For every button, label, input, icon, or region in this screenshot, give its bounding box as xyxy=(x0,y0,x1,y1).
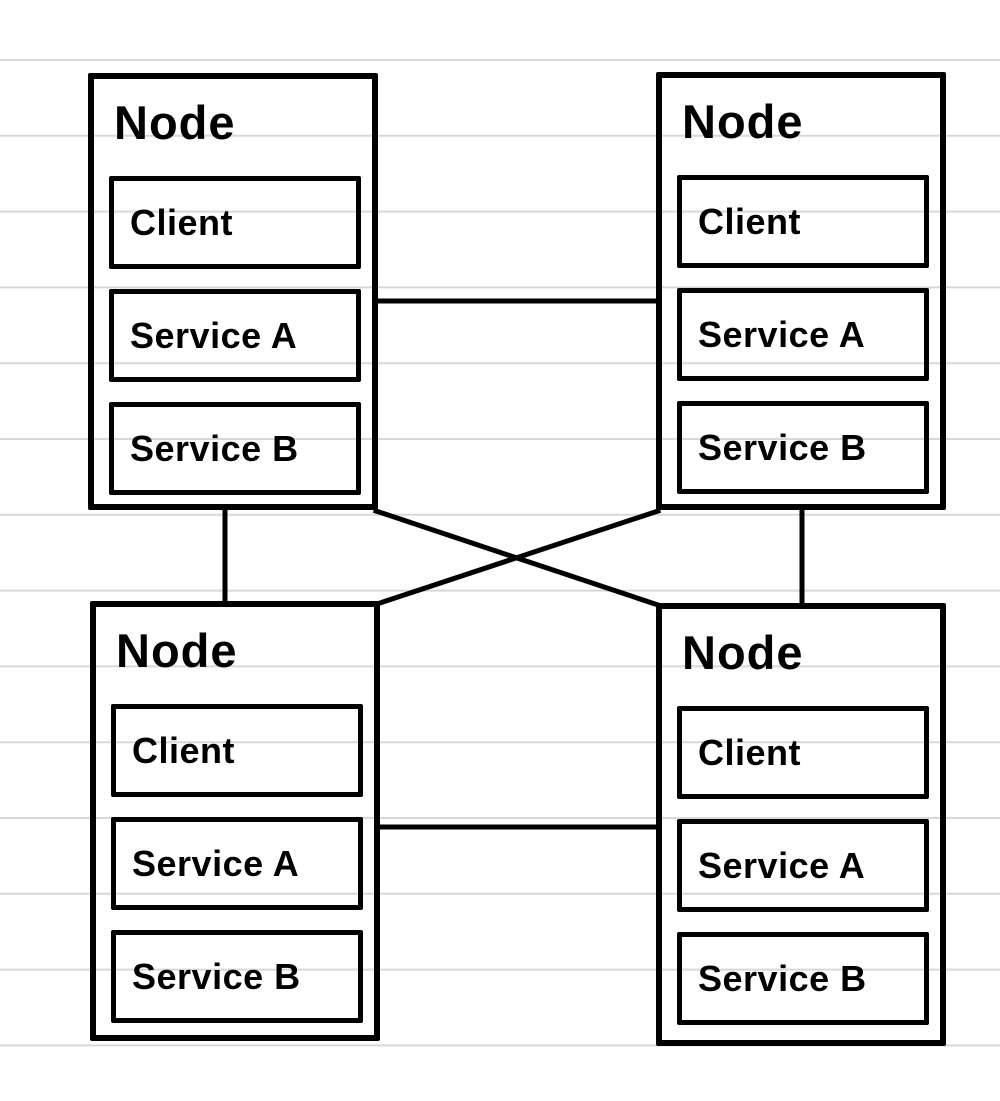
component-label-client: Client xyxy=(132,729,236,771)
component-label-service-b: Service B xyxy=(698,957,867,999)
node-top-left[interactable]: Node Client Service A Service B xyxy=(88,73,378,510)
component-label-client: Client xyxy=(698,731,802,773)
component-label-client: Client xyxy=(130,201,234,243)
component-box-client[interactable]: Client xyxy=(111,704,363,797)
component-label-service-a: Service A xyxy=(698,313,866,355)
component-box-client[interactable]: Client xyxy=(677,175,929,268)
component-label-service-a: Service A xyxy=(698,844,866,886)
component-box-client[interactable]: Client xyxy=(677,706,929,799)
node-top-right[interactable]: Node Client Service A Service B xyxy=(656,72,946,510)
component-label-service-a: Service A xyxy=(132,842,300,884)
component-box-service-b[interactable]: Service B xyxy=(677,932,929,1025)
component-label-service-a: Service A xyxy=(130,314,298,356)
component-box-service-a[interactable]: Service A xyxy=(677,288,929,381)
node-bottom-left[interactable]: Node Client Service A Service B xyxy=(90,601,380,1041)
component-box-service-a[interactable]: Service A xyxy=(677,819,929,912)
node-bottom-right[interactable]: Node Client Service A Service B xyxy=(656,603,946,1046)
node-title: Node xyxy=(116,624,238,677)
node-title: Node xyxy=(682,95,804,148)
component-box-service-b[interactable]: Service B xyxy=(677,401,929,494)
component-box-service-b[interactable]: Service B xyxy=(109,402,361,495)
component-box-client[interactable]: Client xyxy=(109,176,361,269)
component-label-service-b: Service B xyxy=(130,427,299,469)
component-box-service-a[interactable]: Service A xyxy=(109,289,361,382)
component-label-service-b: Service B xyxy=(132,955,301,997)
edge-cross-tr-bl[interactable] xyxy=(376,507,662,607)
node-title: Node xyxy=(114,96,236,149)
component-label-service-b: Service B xyxy=(698,426,867,468)
node-title: Node xyxy=(682,626,804,679)
component-box-service-b[interactable]: Service B xyxy=(111,930,363,1023)
component-label-client: Client xyxy=(698,200,802,242)
component-box-service-a[interactable]: Service A xyxy=(111,817,363,910)
